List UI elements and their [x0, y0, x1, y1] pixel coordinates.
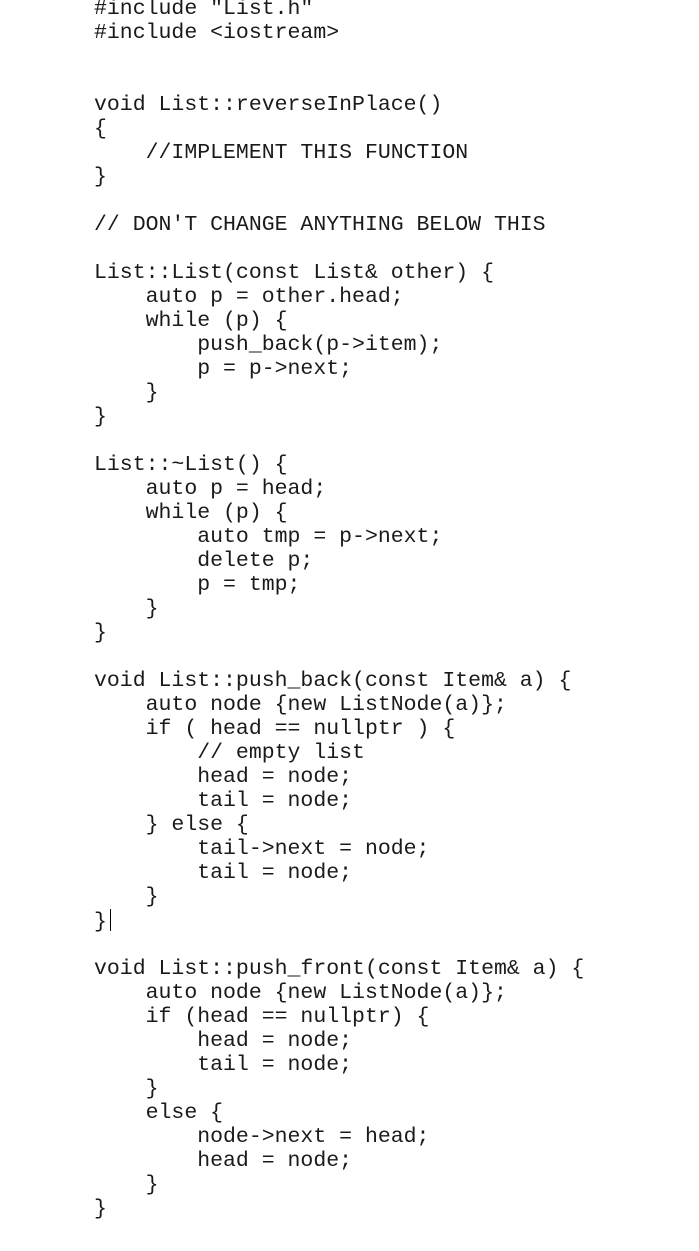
- code-line-text: // DON'T CHANGE ANYTHING BELOW THIS: [94, 213, 546, 237]
- code-line-text: while (p) {: [94, 309, 288, 333]
- code-document[interactable]: #include "List.h"#include <iostream> void…: [94, 0, 584, 1221]
- code-line-text: auto tmp = p->next;: [94, 525, 443, 549]
- code-line: #include <iostream>: [94, 21, 584, 45]
- code-line: while (p) {: [94, 309, 584, 333]
- code-line: node->next = head;: [94, 1125, 584, 1149]
- code-line-text: void List::push_front(const Item& a) {: [94, 957, 585, 981]
- text-cursor: [109, 909, 112, 931]
- code-line: delete p;: [94, 549, 584, 573]
- code-line: //IMPLEMENT THIS FUNCTION: [94, 141, 584, 165]
- code-line: List::List(const List& other) {: [94, 261, 584, 285]
- code-line: [94, 45, 584, 69]
- code-line: head = node;: [94, 1029, 584, 1053]
- code-line-text: head = node;: [94, 1029, 353, 1053]
- code-line-text: List::~List() {: [94, 453, 288, 477]
- code-line: [94, 237, 584, 261]
- code-line-text: }: [94, 381, 159, 405]
- code-line-text: #include <iostream>: [94, 21, 340, 45]
- code-line: tail = node;: [94, 1053, 584, 1077]
- code-line: // empty list: [94, 741, 584, 765]
- code-line: [94, 645, 584, 669]
- code-line-text: auto p = other.head;: [94, 285, 404, 309]
- code-line-text: auto p = head;: [94, 477, 327, 501]
- code-line: }: [94, 381, 584, 405]
- code-line-text: p = tmp;: [94, 573, 301, 597]
- code-line: if ( head == nullptr ) {: [94, 717, 584, 741]
- code-line: if (head == nullptr) {: [94, 1005, 584, 1029]
- code-line-text: auto node {new ListNode(a)};: [94, 981, 507, 1005]
- code-line-text: }: [94, 1077, 159, 1101]
- code-line-text: head = node;: [94, 765, 353, 789]
- code-line: [94, 189, 584, 213]
- code-line: tail = node;: [94, 861, 584, 885]
- code-line-text: void List::push_back(const Item& a) {: [94, 669, 572, 693]
- code-line-text: } else {: [94, 813, 249, 837]
- code-line-text: push_back(p->item);: [94, 333, 443, 357]
- code-line: auto p = head;: [94, 477, 584, 501]
- code-line: push_back(p->item);: [94, 333, 584, 357]
- code-line: }: [94, 621, 584, 645]
- code-line: }: [94, 909, 584, 934]
- code-line-text: }: [94, 597, 159, 621]
- code-line-text: tail->next = node;: [94, 837, 430, 861]
- code-line-text: else {: [94, 1101, 224, 1125]
- code-line: }: [94, 1197, 584, 1221]
- code-line: }: [94, 885, 584, 909]
- code-line: void List::reverseInPlace(): [94, 93, 584, 117]
- code-line-text: auto node {new ListNode(a)};: [94, 693, 507, 717]
- code-line: void List::push_back(const Item& a) {: [94, 669, 584, 693]
- code-line: p = p->next;: [94, 357, 584, 381]
- code-line: tail = node;: [94, 789, 584, 813]
- code-line-text: tail = node;: [94, 1053, 353, 1077]
- code-line-text: }: [94, 621, 107, 645]
- code-line-text: }: [94, 1173, 159, 1197]
- code-line-text: //IMPLEMENT THIS FUNCTION: [94, 141, 469, 165]
- code-line-text: List::List(const List& other) {: [94, 261, 494, 285]
- code-line: [94, 933, 584, 957]
- code-line: }: [94, 165, 584, 189]
- code-line: auto tmp = p->next;: [94, 525, 584, 549]
- code-line: }: [94, 1077, 584, 1101]
- code-line: [94, 429, 584, 453]
- code-line: List::~List() {: [94, 453, 584, 477]
- code-line-text: p = p->next;: [94, 357, 353, 381]
- code-line-text: tail = node;: [94, 861, 353, 885]
- code-line: else {: [94, 1101, 584, 1125]
- code-line-text: }: [94, 1197, 107, 1221]
- code-line: while (p) {: [94, 501, 584, 525]
- code-line: {: [94, 117, 584, 141]
- code-line-text: tail = node;: [94, 789, 353, 813]
- code-line: auto node {new ListNode(a)};: [94, 693, 584, 717]
- code-line: }: [94, 405, 584, 429]
- code-line-text: #include "List.h": [94, 0, 314, 21]
- code-line-text: }: [94, 910, 107, 934]
- code-line-text: void List::reverseInPlace(): [94, 93, 443, 117]
- code-line-text: if ( head == nullptr ) {: [94, 717, 456, 741]
- code-line-text: {: [94, 117, 107, 141]
- code-line: head = node;: [94, 1149, 584, 1173]
- code-line: }: [94, 597, 584, 621]
- code-line: #include "List.h": [94, 0, 584, 21]
- code-line-text: if (head == nullptr) {: [94, 1005, 430, 1029]
- code-line: head = node;: [94, 765, 584, 789]
- code-line-text: head = node;: [94, 1149, 353, 1173]
- code-line-text: delete p;: [94, 549, 314, 573]
- code-line-text: node->next = head;: [94, 1125, 430, 1149]
- code-line-text: }: [94, 405, 107, 429]
- code-line: void List::push_front(const Item& a) {: [94, 957, 584, 981]
- code-line: tail->next = node;: [94, 837, 584, 861]
- code-line-text: // empty list: [94, 741, 365, 765]
- code-line-text: }: [94, 165, 107, 189]
- code-line: auto node {new ListNode(a)};: [94, 981, 584, 1005]
- code-line: // DON'T CHANGE ANYTHING BELOW THIS: [94, 213, 584, 237]
- code-line-text: while (p) {: [94, 501, 288, 525]
- code-line: } else {: [94, 813, 584, 837]
- code-line: p = tmp;: [94, 573, 584, 597]
- code-line: [94, 69, 584, 93]
- code-line: auto p = other.head;: [94, 285, 584, 309]
- code-line-text: }: [94, 885, 159, 909]
- code-line: }: [94, 1173, 584, 1197]
